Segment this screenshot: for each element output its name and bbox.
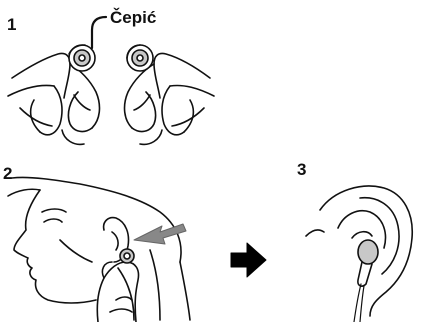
step2-illustration xyxy=(8,177,190,322)
earbud-step2 xyxy=(120,249,134,263)
step-number-2: 2 xyxy=(3,165,12,182)
earbud-tip-label: Čepić xyxy=(110,9,156,26)
earbud-step3 xyxy=(354,240,378,322)
hand-step2 xyxy=(97,262,138,322)
step3-illustration xyxy=(306,186,412,322)
step-number-1: 1 xyxy=(7,16,16,33)
step1-illustration xyxy=(8,17,214,144)
left-earbud xyxy=(69,45,95,71)
next-step-arrow-icon xyxy=(231,243,266,277)
eye xyxy=(44,219,62,222)
step-number-3: 3 xyxy=(297,161,306,178)
callout-leader-line xyxy=(92,17,106,48)
face-profile xyxy=(14,190,96,303)
right-earbud xyxy=(127,45,153,71)
